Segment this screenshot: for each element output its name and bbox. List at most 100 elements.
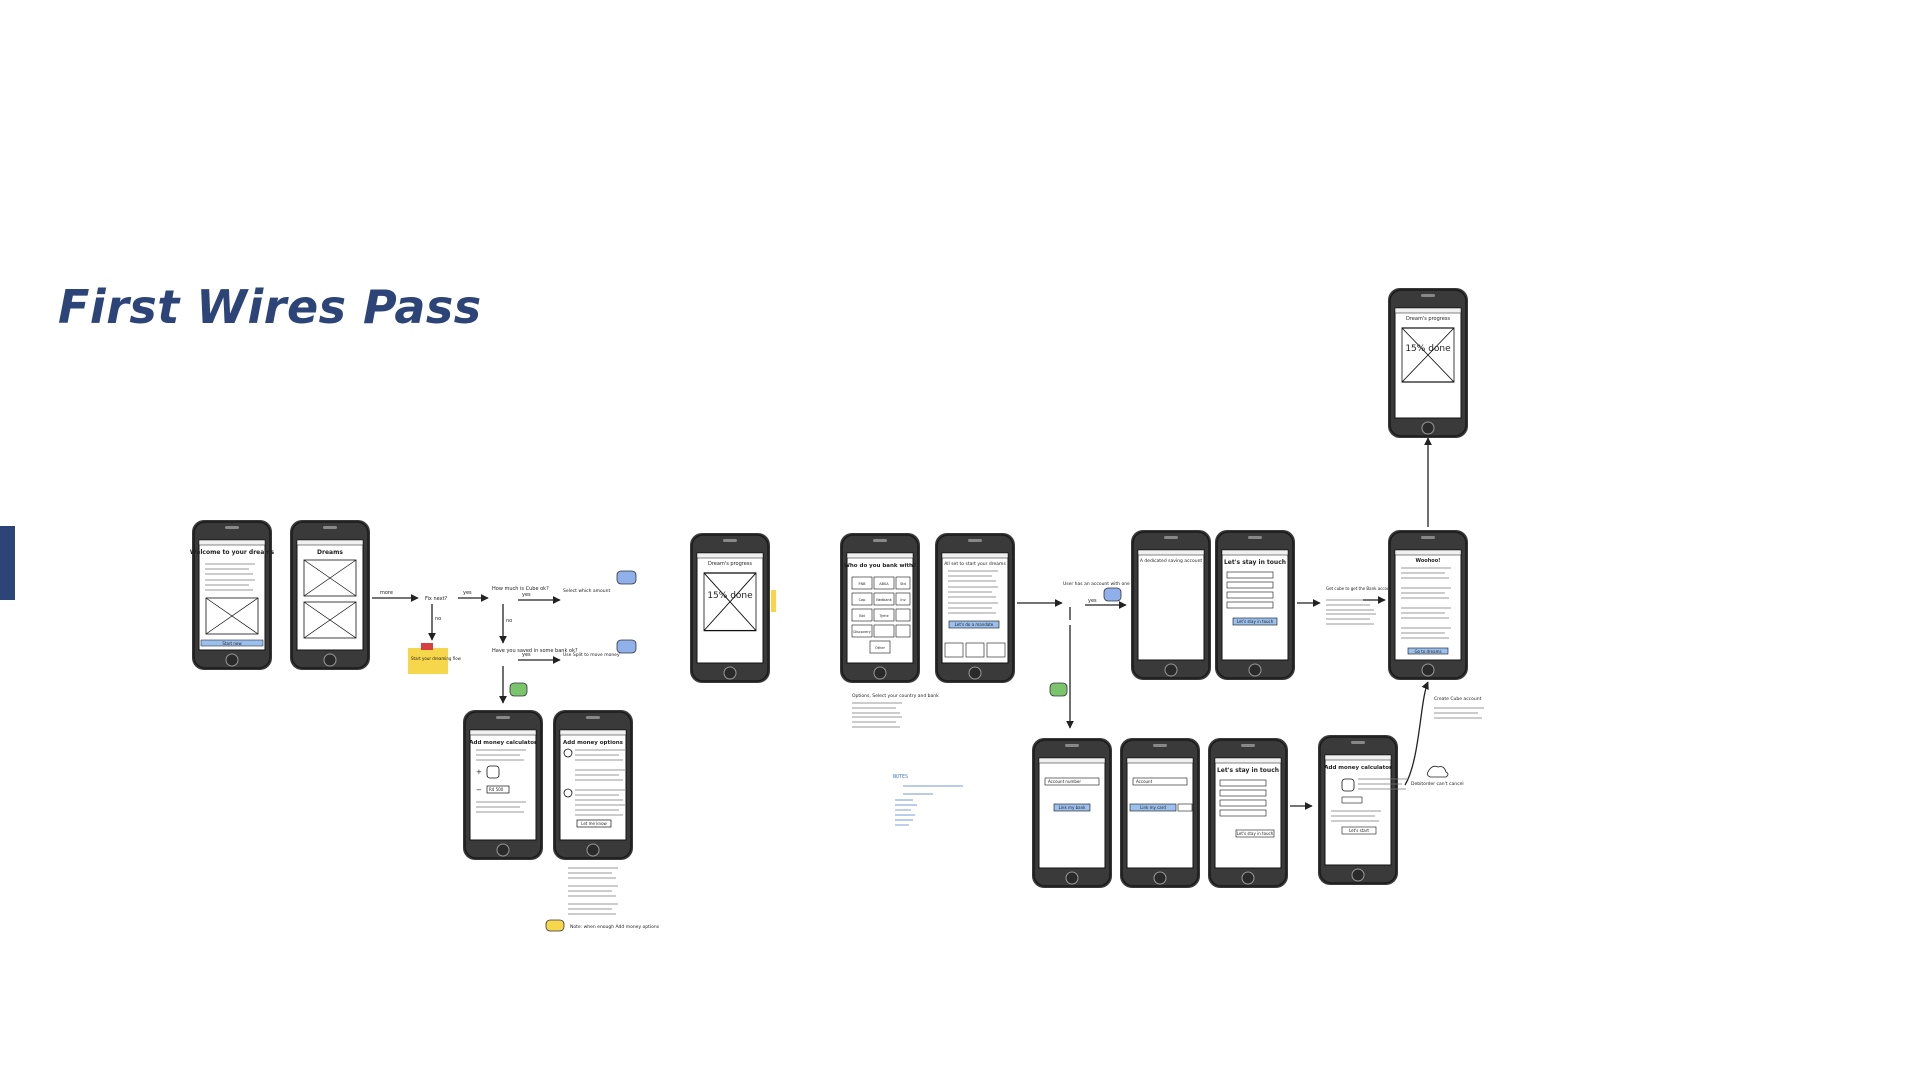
svg-text:Nedbank[interactable]: Nedbank [876,598,893,602]
svg-text:Options, Select your country a: Options, Select your country and bank [852,693,939,699]
notes-block: NOTES [893,774,963,826]
svg-text:FNB[interactable]: FNB [858,582,866,586]
svg-text:Other[interactable]: Other [875,646,885,650]
decision-have-saved: Have you saved in some bank ok? [492,648,578,654]
account-number-field[interactable] [1044,777,1100,786]
svg-text:Go to dreams: Go to dreams [1414,649,1441,654]
svg-text:yes: yes [522,652,531,658]
svg-text:Start now: Start now [222,641,242,646]
welcome-heading: Welcome to your dreams [190,549,275,556]
let-me-know-button[interactable] [576,819,612,828]
phone-add-money-options: Add money options Let me know [552,709,634,861]
svg-text:yes: yes [463,590,472,596]
progress-percent: 15% done [707,591,753,601]
phone-top-progress: Dream's progress 15% done [1387,287,1469,439]
phone-welcome-screen: Welcome to your dreams Start now [190,519,275,671]
svg-text:Bid[interactable]: Bid [859,614,865,618]
svg-text:Tyme[interactable]: Tyme [878,614,888,618]
stay-in-touch-button-2[interactable] [1235,829,1275,838]
mandate-button[interactable] [948,620,1000,629]
bank-notes: Options, Select your country and bank [851,693,939,728]
phone-account-card: Account Link my card [1119,737,1201,889]
slide-title: First Wires Pass [58,280,482,334]
svg-text:Let's stay in touch: Let's stay in touch [1237,831,1274,836]
top-progress-percent: 15% done [1405,344,1451,354]
svg-text:A dedicated saving account: A dedicated saving account [1140,558,1203,564]
start-now-button[interactable] [200,639,264,647]
svg-text:Add money calculator: Add money calculator [469,740,537,746]
phone-savings-account: A dedicated saving account [1130,529,1212,681]
svg-text:Dream's progress: Dream's progress [1406,316,1450,322]
svg-text:Add money calculator: Add money calculator [1324,765,1392,771]
phone-account-number: Account number Link my bank [1031,737,1113,889]
go-to-dreams-button[interactable] [1407,647,1449,655]
svg-text:Create Cube account: Create Cube account [1434,696,1482,702]
sticky-blue-2 [616,639,637,654]
phone-stay-in-touch-1: Let's stay in touch Let's stay in touch [1214,529,1296,681]
svg-text:NOTES: NOTES [893,774,908,780]
phone-dreams-screen: Dreams [289,519,371,671]
decision-how-much: How much is Cube ok? [492,586,549,592]
svg-text:+: + [476,768,482,776]
cloud-icon [1426,765,1449,778]
svg-text:Get cube to get the Bank accou: Get cube to get the Bank account [1326,586,1394,591]
svg-text:Debitorder can't cancel: Debitorder can't cancel [1411,781,1464,787]
svg-text:Let's stay in touch: Let's stay in touch [1224,559,1286,566]
phone-add-money-calculator: Add money calculator + − R4 500 [462,709,544,861]
svg-text:no: no [506,618,512,624]
note-select-amount: Select which amount [563,588,610,594]
svg-text:Inv[interactable]: Inv [900,598,905,602]
svg-text:Add money options: Add money options [563,740,624,746]
svg-text:Let's do a mandate: Let's do a mandate [955,622,994,627]
slide-accent-tab [0,526,15,600]
svg-text:All set to start your dreams: All set to start your dreams [944,561,1006,567]
amount-input[interactable] [486,785,510,794]
svg-text:yes: yes [1088,598,1097,604]
note-multiple: Use Split to move money [563,652,620,658]
link-card-button[interactable] [1129,803,1177,812]
phone-success: Woohoo! Go to dreams [1387,529,1469,681]
success-side-notes: Get cube to get the Bank account [1325,586,1394,625]
svg-text:Let's stay in touch: Let's stay in touch [1237,619,1274,624]
svg-text:R4 500: R4 500 [489,787,504,792]
svg-text:Let's stay in touch: Let's stay in touch [1217,767,1279,774]
decision-fix-next: Fix next? [425,596,448,602]
sticky-blue-1 [616,570,637,585]
decision-partner-bank: User has an account with one of the part… [1063,581,1180,587]
stay-in-touch-button[interactable] [1232,617,1278,626]
sticky-blue-3 [1103,587,1122,602]
link-bank-button[interactable] [1053,803,1091,812]
svg-text:Start your dreaming flow: Start your dreaming flow [411,656,462,661]
account-field[interactable] [1132,777,1188,786]
lets-start-button[interactable] [1341,826,1377,835]
options-notes: Note: when enough Add money options [545,867,660,932]
svg-text:ABSA[interactable]: ABSA [879,582,889,586]
svg-text:Account: Account [1136,779,1153,784]
svg-text:Dream's progress: Dream's progress [708,561,752,567]
svg-text:Cap[interactable]: Cap [859,598,867,602]
svg-text:Link my card: Link my card [1140,805,1166,810]
phone-add-money-calculator-2: Add money calculator Let's start [1317,734,1409,886]
success-bottom-notes: Create Cube account [1433,696,1485,719]
svg-text:Note: when enough Add money op: Note: when enough Add money options [570,924,660,930]
sticky-green-2 [1049,682,1068,697]
svg-text:Let's start: Let's start [1349,828,1369,833]
phone-bank-detail: All set to start your dreams Let's do a … [934,532,1016,684]
phone-dream-progress: Dream's progress 15% done [689,532,771,684]
svg-text:Who do you bank with?: Who do you bank with? [844,563,916,569]
svg-text:no: no [435,616,441,622]
sticky-green-1 [509,682,528,697]
svg-text:Let me know: Let me know [581,821,607,826]
svg-text:Std[interactable]: Std [900,582,906,586]
sticky-note-yellow [408,648,448,674]
svg-text:more: more [380,590,393,596]
phone-stay-in-touch-2: Let's stay in touch Let's stay in touch [1207,737,1289,889]
svg-text:Discovery[interactable]: Discovery [853,630,870,634]
svg-text:Link my bank: Link my bank [1059,805,1087,810]
svg-text:−: − [476,786,482,794]
svg-text:yes: yes [522,592,531,598]
phone-bank-select: Who do you bank with? FNB ABSA Std Cap N… [839,532,921,684]
svg-text:Woohoo!: Woohoo! [1416,558,1441,564]
svg-text:Account number: Account number [1048,779,1081,784]
